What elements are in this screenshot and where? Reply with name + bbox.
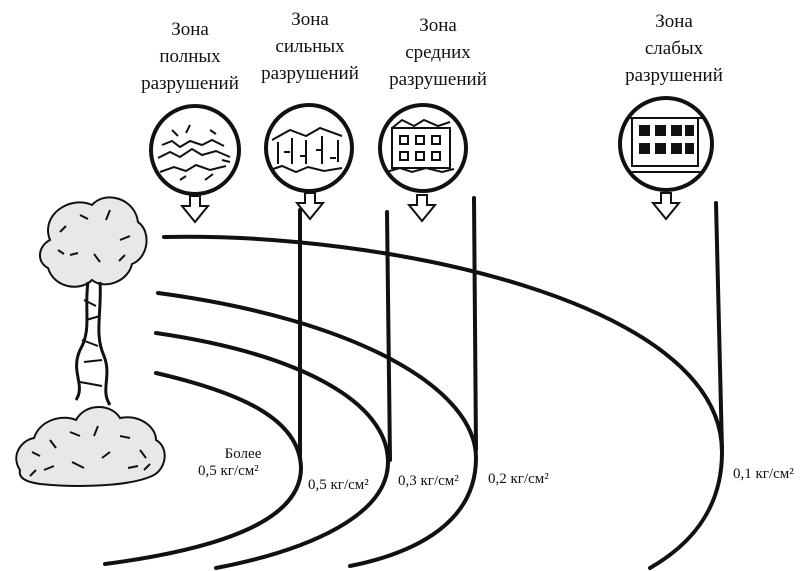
zone-weak-line-3: разрушений (612, 62, 736, 89)
pressure-label-2: 0,3 кг/см² (398, 473, 459, 490)
pressure-label-3: 0,2 кг/см² (488, 471, 549, 488)
zone-full-title: Зона полных разрушений (130, 16, 250, 97)
pressure-inner-value: 0,5 кг/см² (198, 463, 259, 479)
down-arrow-icon (653, 193, 679, 219)
zone-rings (105, 237, 722, 568)
pressure-inner-prefix: Более (198, 446, 288, 463)
zone-strong-title: Зона сильных разрушений (250, 6, 370, 87)
zone-weak-line-1: Зона (612, 8, 736, 35)
pressure-label-1: 0,5 кг/см² (308, 477, 369, 494)
zone-weak-line-2: слабых (612, 35, 736, 62)
zone-weak-title: Зона слабых разрушений (612, 8, 736, 89)
zone-medium-title: Зона средних разрушений (376, 12, 500, 93)
zone-full-line-1: Зона (130, 16, 250, 43)
leader-lines (300, 198, 722, 460)
zone-medium-line-1: Зона (376, 12, 500, 39)
zone-strong-line-3: разрушений (250, 60, 370, 87)
down-arrow-icon (182, 196, 208, 222)
leader-line-weak (716, 203, 722, 450)
zone-full-line-2: полных (130, 43, 250, 70)
zone-strong-line-1: Зона (250, 6, 370, 33)
zone-full-line-3: разрушений (130, 70, 250, 97)
zone-strong-circle (266, 105, 352, 219)
mushroom-cloud-icon (16, 197, 164, 486)
zone-strong-line-2: сильных (250, 33, 370, 60)
pressure-inner-label: Более 0,5 кг/см² (198, 446, 288, 480)
zone-full-circle (151, 106, 239, 222)
leader-line-medium (387, 212, 390, 460)
zone-medium-line-3: разрушений (376, 66, 500, 93)
pressure-label-4: 0,1 кг/см² (733, 466, 794, 483)
down-arrow-icon (409, 195, 435, 221)
zone-medium-circle (380, 105, 466, 221)
zone-medium-line-2: средних (376, 39, 500, 66)
leader-line-medium-outer (474, 198, 476, 450)
zone-weak-circle (620, 98, 712, 219)
ring-3 (158, 293, 476, 566)
